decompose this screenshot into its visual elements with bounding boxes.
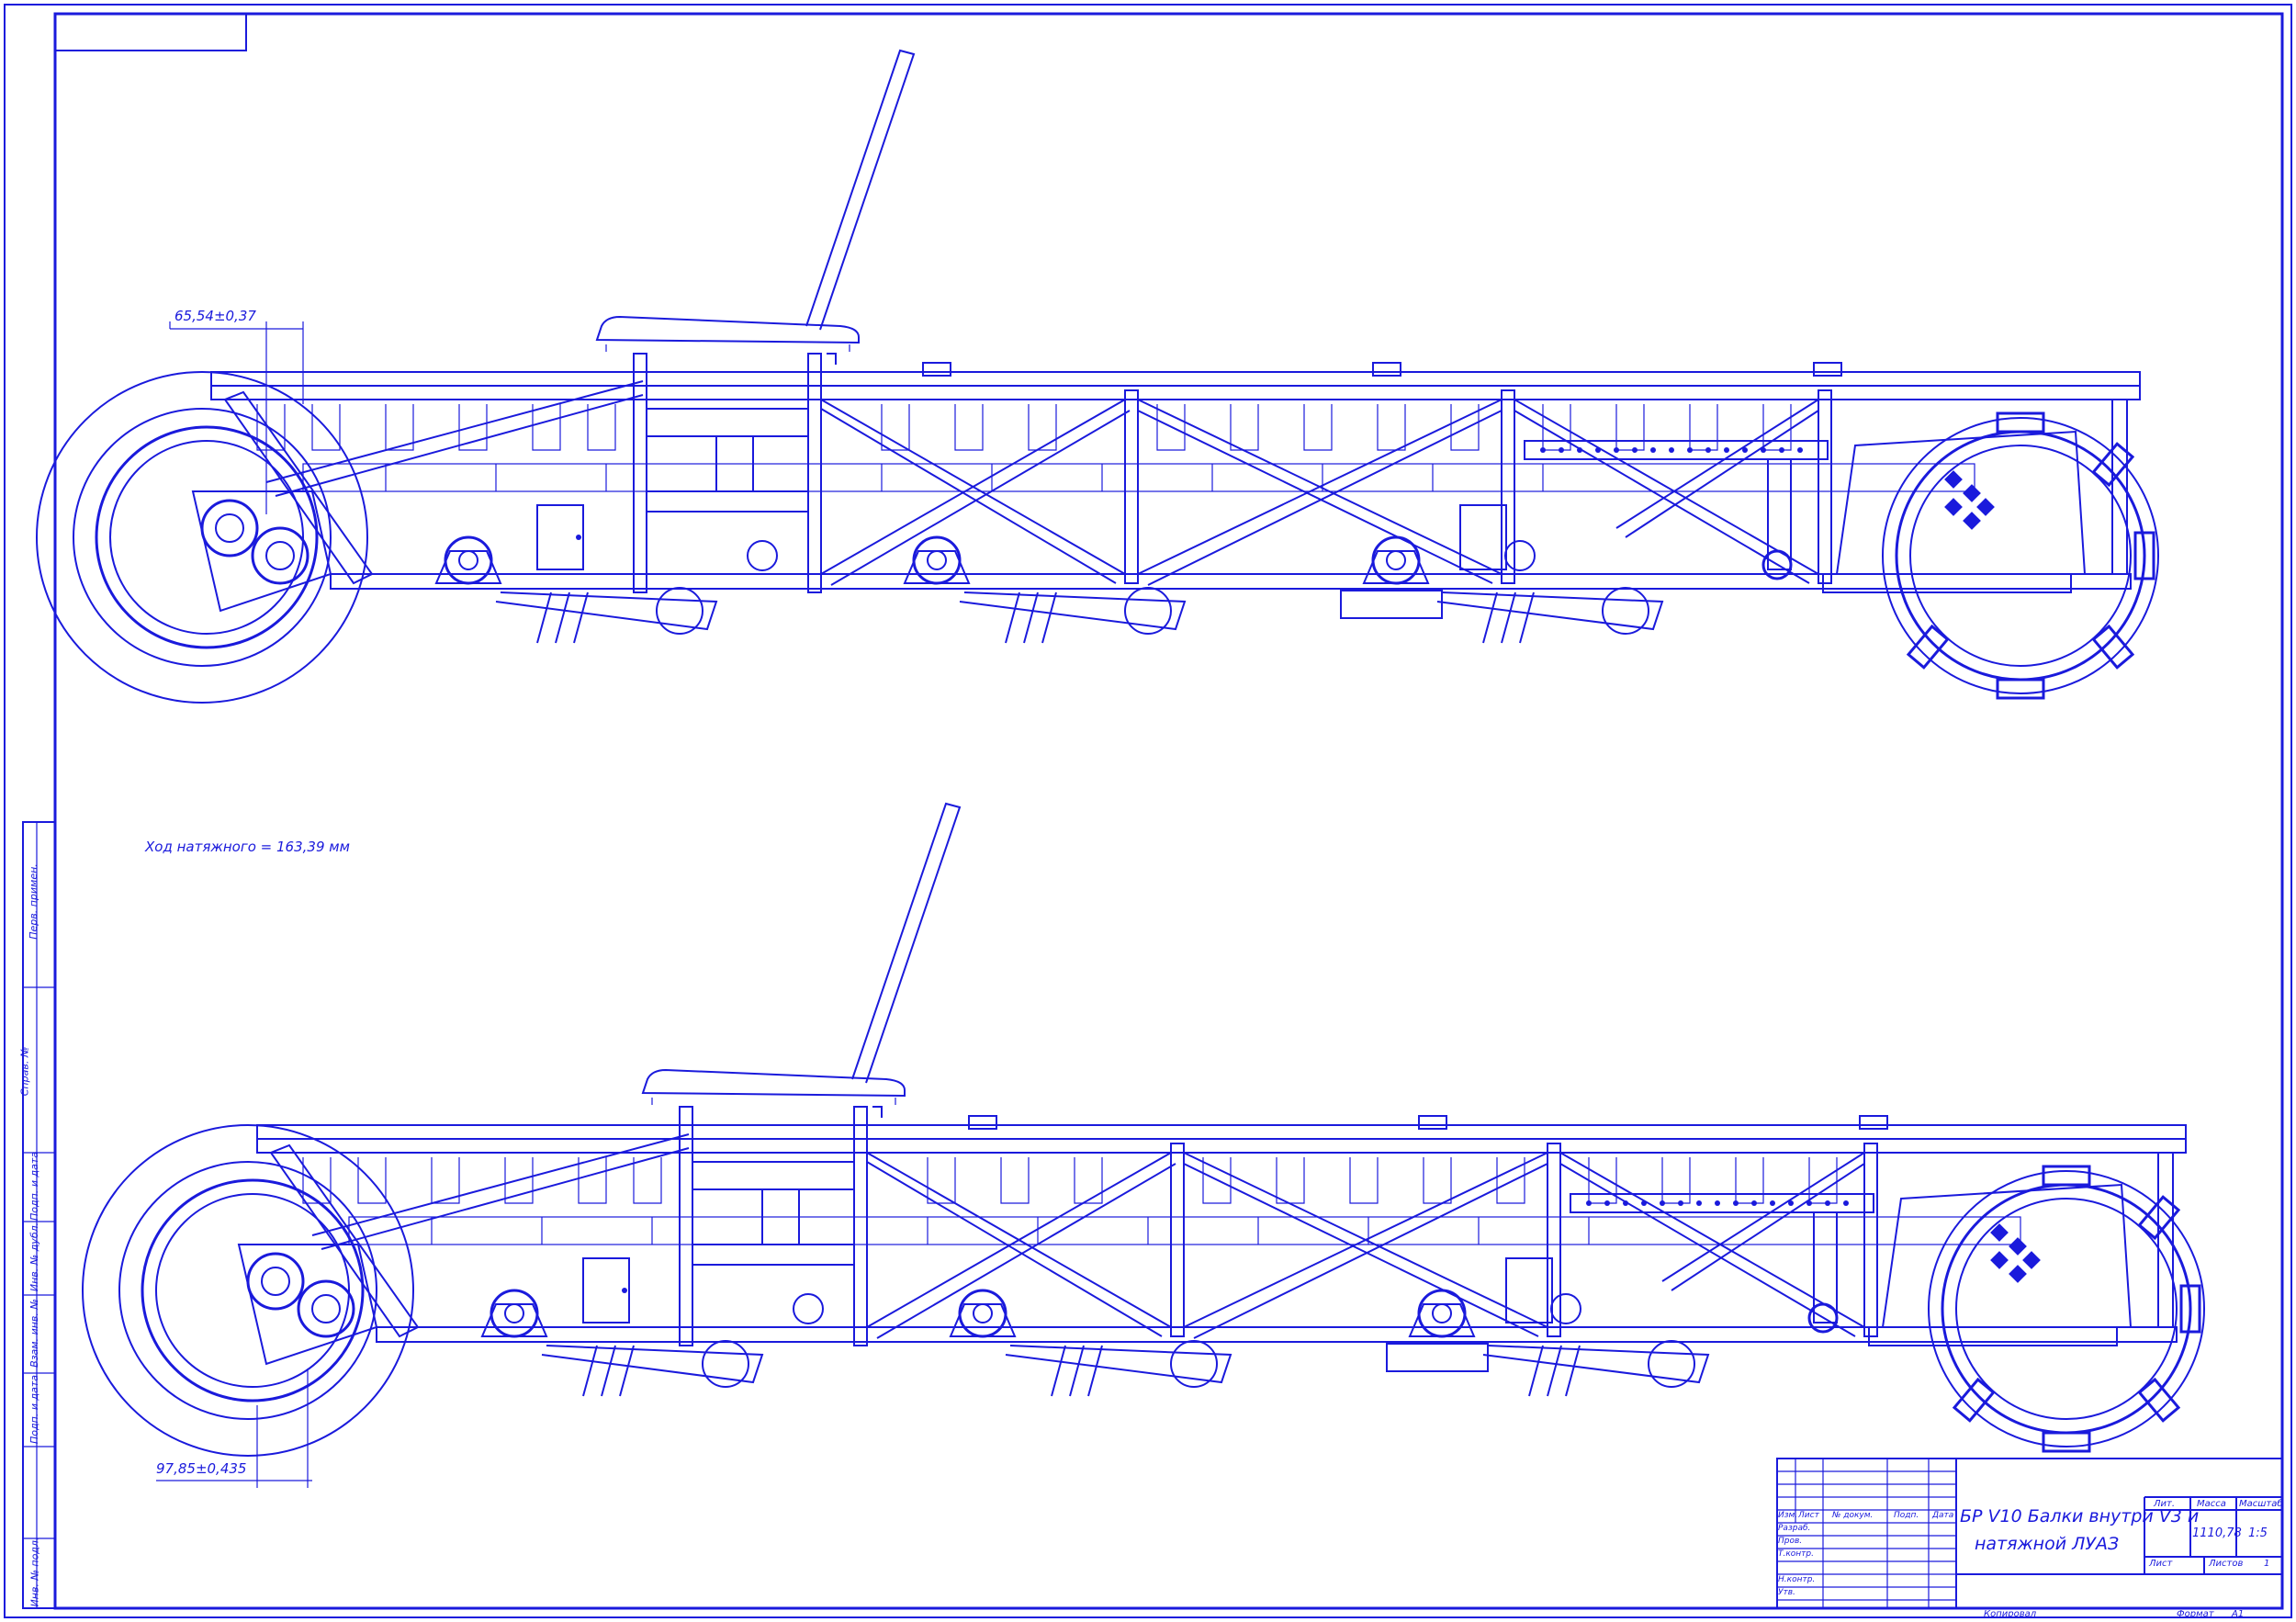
- stamp-podp-data-1: Подп. и дата: [28, 1152, 40, 1221]
- scale-value: 1:5: [2248, 1526, 2268, 1540]
- format-value: A1: [2232, 1609, 2245, 1619]
- stamp-inv-dubl: Инв. № дубл.: [28, 1222, 41, 1292]
- dimension-top: [169, 321, 304, 514]
- title-block: [1776, 1458, 2283, 1609]
- col-izm: Изм.: [1778, 1511, 1798, 1520]
- dimension-bottom: [156, 1369, 312, 1488]
- role-razrab: Разраб.: [1778, 1524, 1811, 1533]
- scale-label: Масштаб: [2239, 1499, 2283, 1509]
- mass-label: Масса: [2197, 1499, 2226, 1509]
- tension-travel-note: Ход натяжного = 163,39 мм: [145, 839, 350, 855]
- role-tkontr: Т.контр.: [1778, 1549, 1815, 1559]
- col-list: Лист: [1798, 1511, 1819, 1520]
- format-label: Формат: [2177, 1609, 2214, 1619]
- title-line-1: БР V10 Балки внутри V3 и: [1960, 1506, 2200, 1526]
- lit-label: Лит.: [2154, 1499, 2176, 1509]
- stamp-podp-data-2: Подп. и дата: [28, 1375, 40, 1444]
- role-prov: Пров.: [1778, 1537, 1803, 1546]
- dimension-top-label: 65,54±0,37: [174, 308, 256, 324]
- col-data: Дата: [1932, 1511, 1954, 1520]
- col-dokum: № докум.: [1832, 1511, 1874, 1520]
- title-line-2: натяжной ЛУАЗ: [1975, 1534, 2120, 1554]
- col-podp: Подп.: [1894, 1511, 1919, 1520]
- mass-value: 1110,78: [2192, 1526, 2242, 1540]
- machine-view-top: [35, 49, 2160, 704]
- stamp-sprav: Справ. №: [18, 1046, 31, 1097]
- role-nkontr: Н.контр.: [1778, 1575, 1816, 1584]
- copied-label: Копировал: [1984, 1609, 2037, 1619]
- role-utv: Утв.: [1778, 1588, 1795, 1597]
- machine-view-bottom: [81, 802, 2206, 1458]
- dimension-bottom-label: 97,85±0,435: [156, 1460, 247, 1477]
- stamp-perv-primen: Перв. примен.: [27, 863, 39, 940]
- sheet-label: Лист: [2149, 1559, 2173, 1569]
- sheets-label: Листов: [2209, 1559, 2244, 1569]
- stamp-vzam-inv: Взам. инв. №: [28, 1299, 40, 1368]
- stamp-inv-podl: Инв. № подл.: [28, 1537, 41, 1607]
- sheets-value: 1: [2264, 1559, 2270, 1569]
